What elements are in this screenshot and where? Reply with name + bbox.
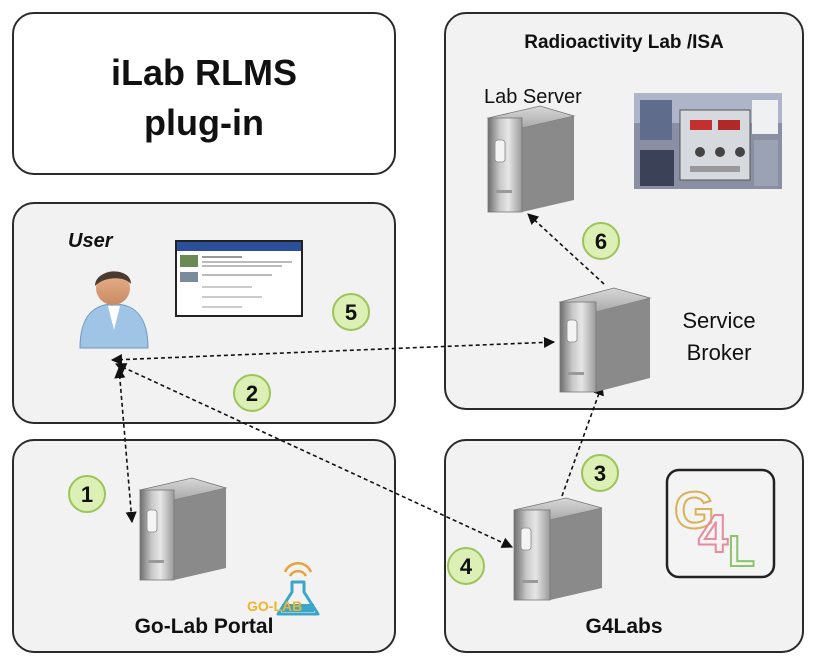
step-6-number: 6: [595, 229, 607, 254]
arrow-user-broker: [110, 336, 556, 366]
step-2-badge: 2: [233, 374, 271, 412]
step-5-number: 5: [345, 300, 357, 325]
step-5-badge: 5: [332, 293, 370, 331]
service-broker-label-line1: Service: [682, 308, 756, 333]
golab-logo-text: GO-LAB: [247, 598, 302, 614]
arrow-user-portal: [114, 366, 137, 524]
lab-server-icon: [486, 105, 576, 213]
g4labs-server-icon: [513, 497, 603, 601]
step-1-badge: 1: [68, 475, 106, 513]
golab-logo-icon: [276, 562, 320, 616]
service-broker-label-line2: Broker: [686, 340, 752, 365]
g4labs-panel-title: G4Labs: [585, 615, 663, 638]
step-1-number: 1: [81, 482, 93, 507]
g4l-logo-icon: G 4 L: [665, 468, 776, 579]
plugin-title-line2: plug-in: [144, 102, 264, 143]
svg-text:4: 4: [698, 504, 728, 564]
lab-server-label: Lab Server: [484, 86, 582, 108]
lab-equipment-photo: [634, 93, 782, 189]
step-2-number: 2: [246, 381, 258, 406]
step-3-number: 3: [594, 461, 606, 486]
step-4-badge: 4: [447, 547, 485, 585]
arrow-g4labs-broker: [561, 383, 604, 497]
service-broker-icon: [558, 287, 652, 393]
step-3-badge: 3: [581, 454, 619, 492]
browser-thumbnail-image: [175, 240, 303, 317]
user-label: User: [68, 230, 113, 252]
user-avatar-icon: [79, 271, 149, 349]
arrow-broker-labserver: [527, 213, 605, 285]
lab-panel-title: Radioactivity Lab /ISA: [524, 32, 724, 53]
step-6-badge: 6: [582, 222, 620, 260]
svg-text:G: G: [674, 482, 714, 540]
plugin-title-line1: iLab RLMS: [111, 52, 297, 93]
portal-panel-title: Go-Lab Portal: [134, 615, 274, 638]
arrow-user-g4labs: [114, 363, 514, 548]
plugin-panel: iLab RLMS plug-in: [12, 12, 396, 175]
svg-text:L: L: [728, 527, 755, 576]
portal-server-icon: [138, 477, 228, 581]
step-4-number: 4: [460, 554, 473, 579]
